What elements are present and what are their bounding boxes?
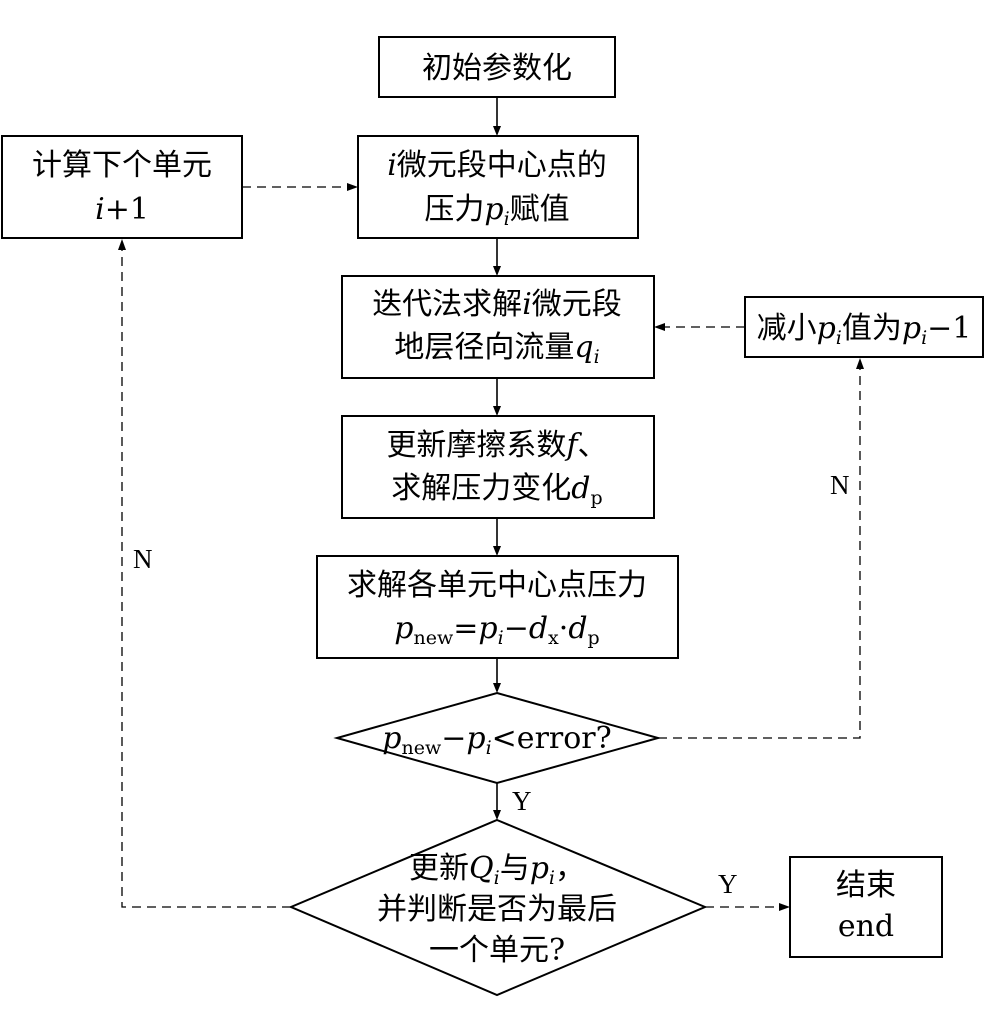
edge-error-no-to-reduce [658, 368, 861, 739]
decision-last-line1: 更新Qi与pi， [409, 851, 585, 889]
decision-error-check: pnew−pi<error? [333, 691, 662, 785]
node-next-unit: 计算下个单元 i+1 [1, 135, 243, 239]
arrowhead-iterate [493, 266, 501, 276]
decision-last-line3: 一个单元? [429, 933, 565, 968]
node-init: 初始参数化 [378, 36, 616, 98]
node-init-label: 初始参数化 [422, 51, 572, 86]
arrowhead-next-unit [118, 239, 126, 250]
arrowhead-error [493, 683, 501, 693]
label-last-yes: Y [718, 869, 738, 899]
dashed-connectors [118, 183, 864, 911]
node-center-line1: 求解各单元中心点压力 [347, 568, 647, 603]
arrowhead-center [493, 546, 501, 556]
node-next-unit-line2: i+1 [95, 192, 149, 227]
node-friction-line1: 更新摩擦系数f、 [386, 428, 607, 463]
node-friction-line2: 求解压力变化dp [391, 471, 602, 509]
node-iterate-line2: 地层径向流量qi [394, 330, 599, 368]
node-assign-line2: 压力pi赋值 [424, 192, 569, 230]
node-reduce-pressure: 减小pi值为pi−1 [744, 296, 984, 358]
node-iterate-line1: 迭代法求解i微元段 [372, 287, 622, 322]
arrowhead-last [493, 810, 501, 820]
node-center-pressure: 求解各单元中心点压力 pnew=pi−dx·dp [316, 555, 679, 659]
arrowhead-reduce [856, 358, 864, 369]
decision-last-unit: 更新Qi与pi， 并判断是否为最后 一个单元? [288, 818, 708, 997]
arrowhead-friction [493, 406, 501, 416]
label-error-no: N [830, 470, 850, 500]
decision-error-label: pnew−pi<error? [382, 721, 611, 759]
label-last-no: N [133, 544, 153, 574]
arrowhead-end [779, 903, 790, 911]
node-assign-line1: i微元段中心点的 [387, 148, 607, 183]
node-reduce-label: 减小pi值为pi−1 [757, 311, 972, 349]
label-error-yes: Y [512, 786, 532, 816]
arrowhead-assign-from-next [347, 183, 358, 191]
decision-last-line2: 并判断是否为最后 [377, 892, 617, 927]
node-end-line2: end [838, 909, 894, 944]
edge-last-no-to-next [121, 249, 291, 908]
node-end-line1: 结束 [836, 868, 896, 903]
node-center-formula: pnew=pi−dx·dp [394, 611, 599, 649]
solid-connectors [493, 97, 501, 820]
node-next-unit-line1: 计算下个单元 [32, 148, 212, 183]
node-assign-pressure: i微元段中心点的 压力pi赋值 [357, 135, 639, 239]
node-iterate-flow: 迭代法求解i微元段 地层径向流量qi [341, 275, 655, 379]
node-update-friction: 更新摩擦系数f、 求解压力变化dp [341, 415, 655, 519]
node-end: 结束 end [789, 856, 943, 958]
arrowhead-assign [493, 126, 501, 136]
arrowhead-iterate-from-reduce [654, 323, 665, 331]
